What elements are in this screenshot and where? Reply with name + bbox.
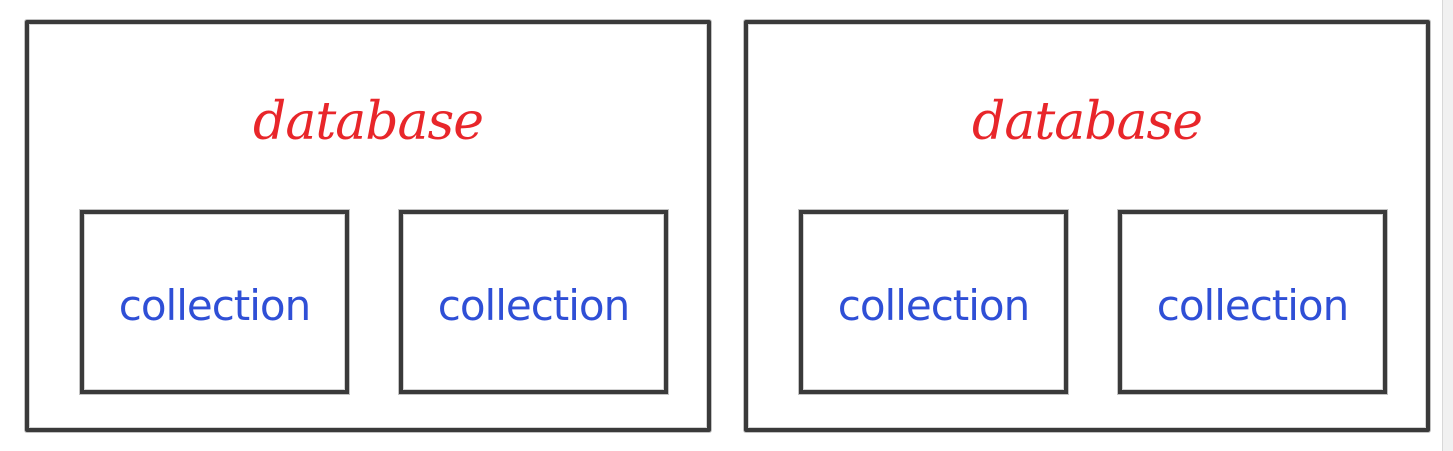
- database-label: database: [253, 92, 484, 152]
- collection-box: collection: [399, 210, 668, 394]
- database-box: database collection collection: [25, 20, 711, 432]
- collection-label: collection: [837, 281, 1031, 330]
- database-label: database: [972, 92, 1203, 152]
- database-box: database collection collection: [744, 20, 1430, 432]
- collection-box: collection: [1118, 210, 1387, 394]
- collection-label: collection: [1156, 281, 1350, 330]
- window-edge-strip: [1442, 0, 1453, 451]
- collection-label: collection: [437, 281, 631, 330]
- collection-box: collection: [799, 210, 1068, 394]
- collection-box: collection: [80, 210, 349, 394]
- collection-label: collection: [118, 281, 312, 330]
